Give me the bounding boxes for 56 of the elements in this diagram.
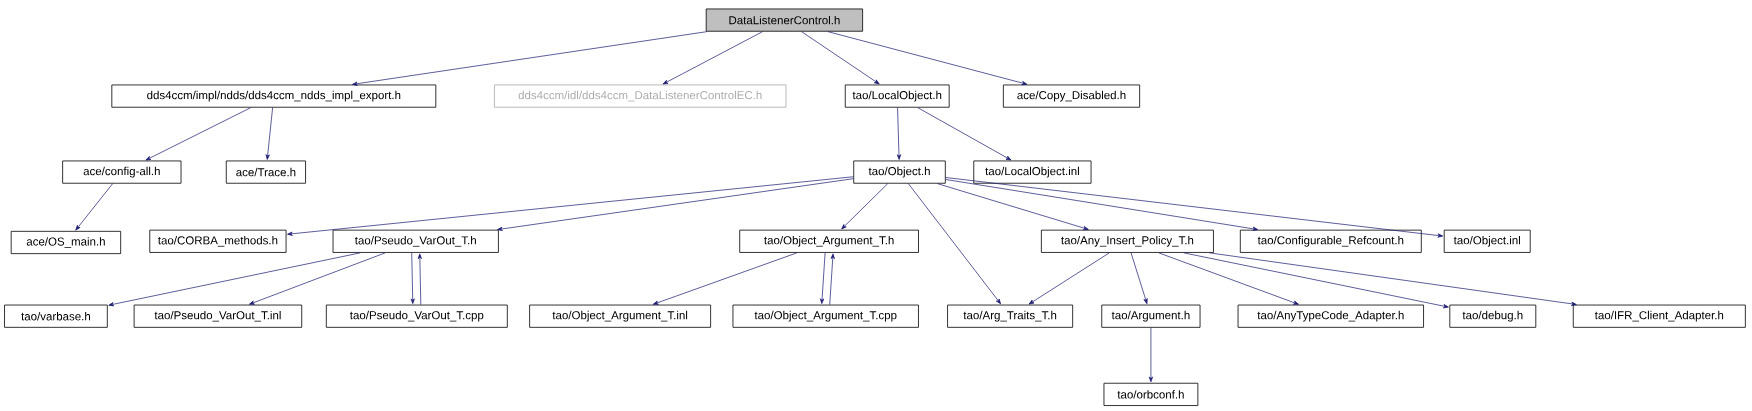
file-box: tao/Object_Argument_T.inl: [529, 304, 711, 328]
file-box: tao/Pseudo_VarOut_T.inl: [133, 304, 303, 328]
file-box: tao/CORBA_methods.h: [149, 229, 287, 253]
arrow: [265, 107, 273, 160]
arrow: [662, 31, 763, 85]
arrow: [145, 107, 252, 161]
arrow: [497, 178, 854, 231]
file-box: tao/Arg_Traits_T.h: [947, 304, 1074, 328]
arrow: [410, 252, 415, 304]
file-box: tao/AnyTypeCode_Adapter.h: [1237, 304, 1424, 328]
file-box: tao/Object.h: [853, 160, 946, 184]
file-box: tao/Pseudo_VarOut_T.h: [332, 229, 499, 253]
arrow: [352, 31, 708, 86]
file-box: tao/LocalObject.inl: [973, 160, 1092, 184]
file-box: DataListenerControl.h: [705, 8, 863, 32]
arrow: [1209, 252, 1577, 306]
file-box: tao/IFR_Client_Adapter.h: [1572, 304, 1746, 328]
file-box: tao/Pseudo_VarOut_T.cpp: [325, 304, 508, 328]
arrow: [1148, 327, 1153, 383]
arrow: [1158, 252, 1299, 305]
file-box: tao/debug.h: [1449, 304, 1537, 328]
arrow: [945, 177, 1444, 238]
arrow: [937, 183, 1089, 231]
arrow: [108, 252, 361, 307]
file-box: tao/Argument.h: [1101, 304, 1201, 328]
file-box: tao/Object.inl: [1443, 229, 1531, 253]
arrow: [827, 31, 1028, 86]
arrow: [896, 107, 902, 160]
file-box: ace/Copy_Disabled.h: [1002, 84, 1141, 108]
file-box: ace/Trace.h: [225, 160, 306, 184]
arrow: [829, 253, 835, 305]
arrow: [841, 183, 889, 230]
file-box: tao/varbase.h: [4, 304, 108, 328]
file-box: dds4ccm/impl/ndds/dds4ccm_ndds_impl_export.h: [111, 84, 437, 108]
file-box: ace/config-all.h: [62, 160, 182, 184]
arrow: [1183, 252, 1449, 309]
file-box: tao/LocalObject.h: [844, 84, 950, 108]
arrow: [1130, 252, 1148, 304]
file-box: tao/Any_Insert_Policy_T.h: [1040, 229, 1214, 253]
arrow: [945, 179, 1259, 231]
arrow: [249, 252, 386, 305]
arrow: [908, 183, 1001, 305]
arrow: [75, 183, 113, 231]
file-box: tao/orbconf.h: [1103, 382, 1199, 406]
file-box: tao/Object_Argument_T.cpp: [732, 304, 919, 328]
file-box: dds4ccm/idl/dds4ccm_DataListenerControlEC.h: [494, 84, 787, 108]
arrow: [820, 252, 826, 304]
file-box: ace/OS_main.h: [10, 230, 122, 255]
arrow: [1028, 252, 1110, 305]
arrow: [917, 107, 1012, 161]
arrow: [417, 253, 422, 305]
file-box: tao/Configurable_Refcount.h: [1239, 229, 1422, 253]
arrow: [652, 252, 798, 305]
file-box: tao/Object_Argument_T.h: [739, 229, 919, 253]
arrow: [287, 176, 854, 236]
arrow: [801, 31, 880, 85]
